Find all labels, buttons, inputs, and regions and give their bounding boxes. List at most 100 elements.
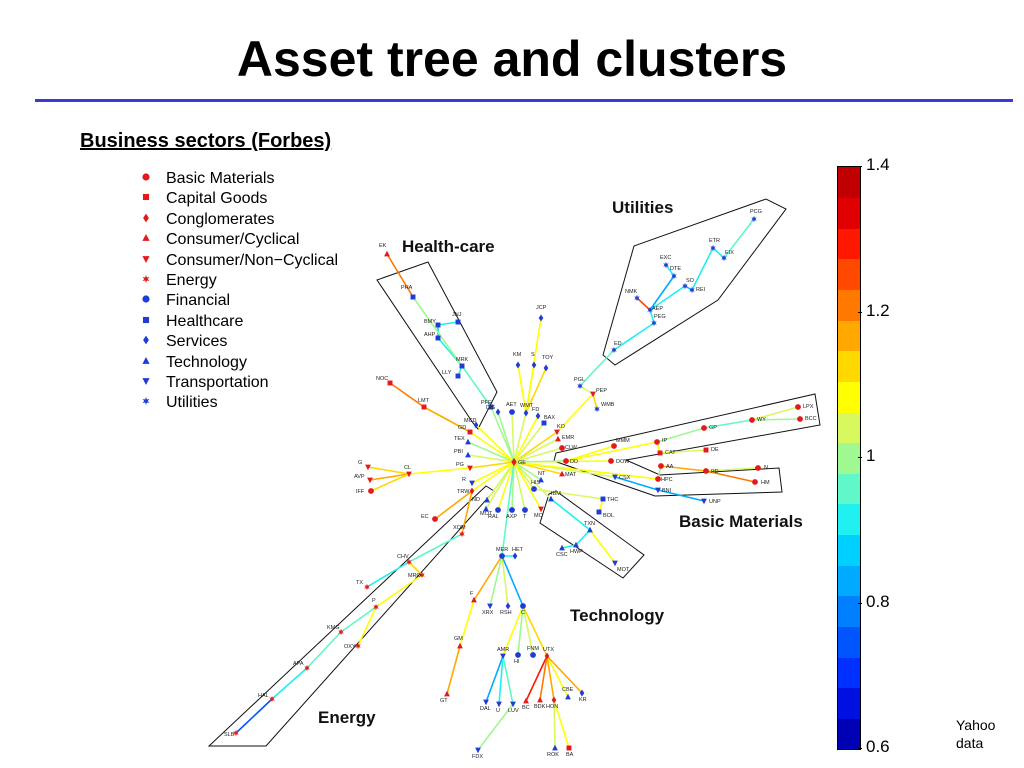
edge-hon-ba	[553, 699, 570, 749]
node-txn-marker	[587, 526, 593, 533]
colorbar-segment	[838, 228, 860, 260]
node-label-gp: GP	[709, 425, 717, 431]
node-kmg-marker	[338, 628, 344, 636]
node-label-kr: KR	[579, 697, 587, 703]
square-marker	[142, 194, 150, 201]
colorbar-segment	[838, 657, 860, 689]
node-mat-marker	[559, 470, 565, 477]
colorbar-tick-label: 1	[866, 446, 876, 465]
node-label-pgl: PGL	[574, 377, 585, 383]
node-nd-marker	[484, 496, 490, 503]
node-label-nd: ND	[472, 497, 480, 503]
node-de-marker	[703, 447, 709, 453]
node-label-pcg: PCG	[750, 209, 762, 215]
node-label-wmb: WMB	[601, 402, 615, 408]
colorbar-segment	[838, 197, 860, 229]
node-lmt-marker	[421, 404, 427, 410]
node-ibm-marker	[548, 495, 554, 502]
node-pcg-marker	[751, 215, 757, 223]
node-bmy-marker	[435, 322, 441, 328]
edge-utx-kr	[546, 655, 583, 694]
node-fd-marker	[535, 412, 541, 420]
edge-ge-clw	[513, 447, 563, 463]
node-label-ec: EC	[421, 514, 429, 520]
colorbar-tick-label: 1.4	[866, 155, 890, 174]
node-label-amr: AMR	[497, 647, 509, 653]
node-ral-marker	[495, 507, 501, 513]
node-label-ip: IP	[662, 438, 668, 444]
triangle-down-marker	[142, 255, 150, 263]
edge-ge-gd	[469, 431, 515, 463]
node-label-ed: ED	[614, 341, 622, 347]
edge-ge-pfe	[490, 406, 515, 463]
edge-f-gm	[459, 599, 475, 647]
node-gp-marker	[701, 425, 707, 431]
legend-label: Services	[166, 333, 228, 351]
colorbar-tick-mark	[858, 457, 862, 458]
node-t-marker	[522, 507, 528, 513]
node-amr-marker	[500, 653, 506, 660]
node-label-aet: AET	[506, 402, 517, 408]
node-label-bmy: BMY	[424, 319, 436, 325]
edge-aep-dte	[649, 275, 675, 311]
star-marker	[142, 397, 150, 406]
node-aep-marker	[647, 306, 653, 314]
node-ba-marker	[566, 745, 572, 751]
cluster-label-health-care: Health-care	[402, 237, 495, 256]
node-label-bax: BAX	[544, 415, 555, 421]
node-mrk-marker	[459, 363, 465, 369]
edge-ge-dis	[497, 411, 515, 463]
edge-ge-emr	[513, 438, 559, 463]
node-pbi-marker	[465, 451, 471, 458]
legend-label: Capital Goods	[166, 190, 268, 208]
cluster-outline-utilities	[602, 198, 787, 366]
node-ip-marker	[654, 439, 660, 445]
node-label-thc: THC	[607, 497, 618, 503]
node-rei-marker	[689, 286, 695, 294]
node-label-c: C	[521, 610, 525, 616]
node-label-bdk: BDK	[534, 704, 546, 710]
edge-aep-nmk	[636, 297, 651, 311]
edge-lmt-noc	[389, 382, 425, 408]
node-label-rok: ROK	[547, 752, 559, 758]
diamond-marker	[143, 335, 149, 345]
edge-ge-pbi	[467, 454, 515, 463]
node-label-txn: TXN	[584, 521, 595, 527]
colorbar-segment	[838, 687, 860, 719]
node-wy-marker	[749, 417, 755, 423]
colorbar-segment	[838, 350, 860, 382]
edge-amr-luv	[502, 655, 514, 705]
edge-pd-hm	[705, 470, 756, 483]
node-label-csx: CSX	[619, 475, 631, 481]
edge-ip-gp	[656, 427, 705, 443]
node-iff-marker	[368, 488, 374, 494]
node-bol-marker	[596, 509, 602, 515]
slide-title: Asset tree and clusters	[236, 31, 788, 87]
node-label-xom: XOM	[453, 525, 466, 531]
legend-label: Conglomerates	[166, 210, 275, 228]
node-dow-marker	[608, 458, 614, 464]
node-rok-marker	[552, 744, 558, 751]
node-xom-marker	[459, 530, 465, 538]
edge-ge-nt	[513, 461, 542, 481]
node-label-cbe: CBE	[562, 687, 574, 693]
node-label-luv: LUV	[508, 708, 519, 714]
node-label-bcc: BCC	[805, 416, 817, 422]
cluster-label-energy: Energy	[318, 708, 376, 727]
node-unp-marker	[701, 498, 707, 505]
colorbar-segment	[838, 442, 860, 474]
node-fnm-marker	[530, 652, 536, 658]
node-jcp-marker	[538, 314, 544, 322]
node-dal-marker	[483, 699, 489, 706]
colorbar-segment	[838, 595, 860, 627]
legend-label: Technology	[166, 353, 247, 371]
node-label-rsh: RSH	[500, 610, 512, 616]
legend-label: Utilities	[166, 394, 218, 412]
edge-peg-aep	[649, 309, 655, 324]
node-mer-marker	[499, 553, 505, 559]
node-het-marker	[512, 552, 518, 560]
node-lly-marker	[455, 373, 461, 379]
node-eix-marker	[721, 254, 727, 262]
node-label-lmt: LMT	[418, 398, 430, 404]
legend-marker-healthcare	[142, 316, 150, 323]
